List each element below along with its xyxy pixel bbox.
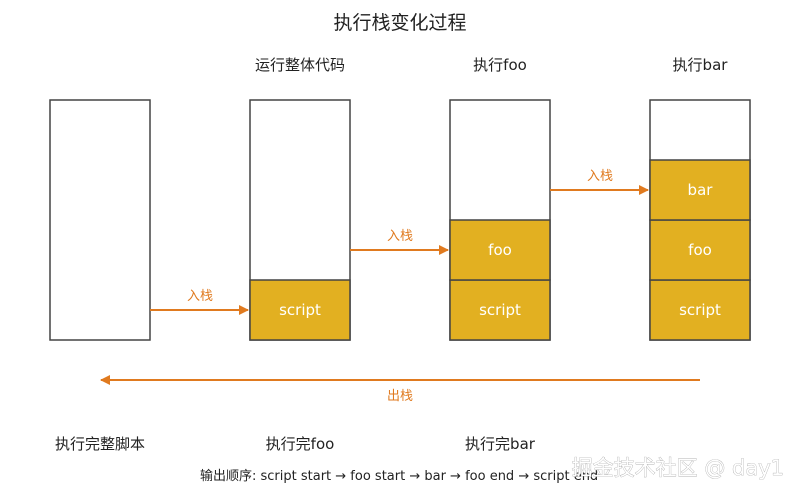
push-label-1: 入栈 bbox=[187, 289, 213, 304]
push-label-2: 入栈 bbox=[387, 229, 413, 244]
stack-frame-label: script bbox=[679, 301, 721, 319]
stage-label-run-foo: 执行foo bbox=[473, 56, 527, 74]
push-label-3: 入栈 bbox=[587, 169, 613, 184]
stack-frame-script bbox=[449, 279, 551, 341]
stack-frame-label: foo bbox=[688, 241, 712, 259]
stack-4: script foo bar bbox=[649, 99, 751, 341]
diagram-title: 执行栈变化过程 bbox=[333, 12, 466, 34]
stack-frame-bar bbox=[649, 159, 751, 221]
stack-frame-label: bar bbox=[688, 181, 714, 199]
stack-frame-label: script bbox=[479, 301, 521, 319]
stack-frame-script bbox=[649, 279, 751, 341]
stack-2: script bbox=[249, 99, 351, 341]
stack-frame-foo bbox=[649, 219, 751, 281]
stacks-layer: script script foo script foo bar bbox=[49, 99, 751, 341]
stack-frame-script bbox=[249, 279, 351, 341]
stack-outline bbox=[49, 99, 151, 341]
stage-label-run-bar: 执行bar bbox=[673, 56, 729, 74]
bottom-label-script-done: 执行完整脚本 bbox=[55, 435, 145, 453]
stage-label-run-script: 运行整体代码 bbox=[255, 56, 345, 74]
stack-1 bbox=[49, 99, 151, 341]
watermark: 掘金技术社区 @ day1 bbox=[572, 456, 784, 480]
stack-frame-label: foo bbox=[488, 241, 512, 259]
stack-frame-label: script bbox=[279, 301, 321, 319]
bottom-label-bar-done: 执行完bar bbox=[465, 435, 536, 453]
output-order-text: 输出顺序: script start → foo start → bar → f… bbox=[200, 468, 598, 484]
bottom-label-foo-done: 执行完foo bbox=[266, 435, 335, 453]
stack-frame-foo bbox=[449, 219, 551, 281]
pop-label: 出栈 bbox=[387, 389, 413, 404]
stack-3: script foo bbox=[449, 99, 551, 341]
